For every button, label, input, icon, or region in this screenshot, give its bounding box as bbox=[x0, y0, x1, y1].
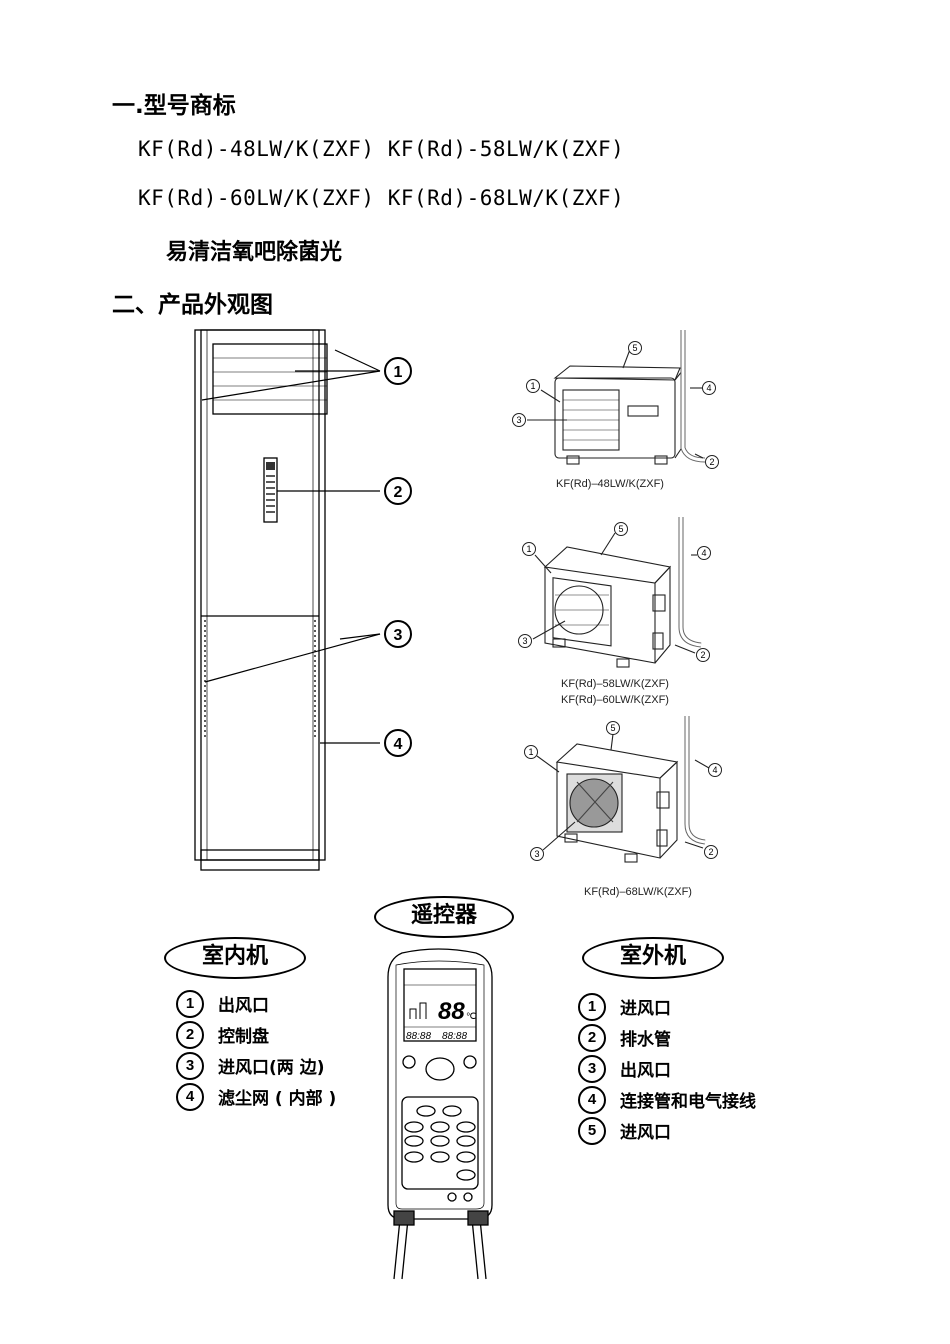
remote-title: 遥控器 bbox=[374, 896, 514, 938]
outdoor58-callout-5: 5 bbox=[618, 524, 623, 534]
model-list-line2: KF(Rd)-60LW/K(ZXF) KF(Rd)-68LW/K(ZXF) bbox=[138, 186, 625, 210]
outdoor58-callout-4: 4 bbox=[701, 548, 706, 558]
remote-lcd bbox=[403, 968, 477, 1042]
remote-lcd-temp: 88 bbox=[438, 998, 465, 1025]
outdoor58-callout-1: 1 bbox=[526, 544, 531, 554]
up-button bbox=[402, 1055, 416, 1069]
indoor-cabinet-outline bbox=[194, 329, 326, 861]
outdoor68-callout-3: 3 bbox=[534, 849, 539, 859]
indoor-legend-title: 室内机 bbox=[164, 937, 306, 979]
remote-control-drawing: 88 ℃ 88:88 88:88 bbox=[387, 948, 493, 1280]
outdoor-unit-68-drawing: 1 2 3 4 5 bbox=[524, 716, 722, 863]
remote-lcd-time-left: 88:88 bbox=[406, 1031, 431, 1042]
outdoor68-callout-4: 4 bbox=[712, 765, 717, 775]
outdoor68-callout-2: 2 bbox=[708, 847, 713, 857]
outdoor68-callout-5: 5 bbox=[610, 723, 615, 733]
outdoor-unit-68-caption: KF(Rd)–68LW/K(ZXF) bbox=[584, 886, 692, 898]
remote-lcd-unit: ℃ bbox=[466, 1011, 476, 1021]
outdoor-unit-48-caption: KF(Rd)–48LW/K(ZXF) bbox=[556, 478, 664, 490]
outdoor-unit-60-caption: KF(Rd)–60LW/K(ZXF) bbox=[561, 694, 669, 706]
outdoor58-callout-3: 3 bbox=[522, 636, 527, 646]
outdoor-unit-48-drawing: 1 2 3 4 5 bbox=[512, 330, 719, 469]
outdoor58-callout-2: 2 bbox=[700, 650, 705, 660]
feature-label: 易清洁氧吧除菌光 bbox=[166, 240, 343, 265]
outdoor48-callout-3: 3 bbox=[516, 415, 521, 425]
outdoor68-callout-1: 1 bbox=[528, 747, 533, 757]
indoor-callout-3: 3 bbox=[394, 627, 403, 644]
outdoor48-callout-2: 2 bbox=[709, 457, 714, 467]
remote-lcd-time-right: 88:88 bbox=[442, 1031, 467, 1042]
air-outlet-louver bbox=[212, 343, 328, 415]
indoor-callout-2: 2 bbox=[394, 484, 403, 501]
section1-heading: 一.型号商标 bbox=[112, 93, 236, 119]
indoor-unit-drawing: 1 2 3 4 bbox=[194, 329, 412, 871]
indoor-callout-4: 4 bbox=[394, 736, 403, 753]
outdoor48-callout-4: 4 bbox=[706, 383, 711, 393]
outdoor48-callout-5: 5 bbox=[632, 343, 637, 353]
outdoor48-callout-1: 1 bbox=[530, 381, 535, 391]
button-panel bbox=[401, 1096, 479, 1190]
down-button bbox=[463, 1055, 477, 1069]
power-mode-button bbox=[425, 1057, 455, 1081]
section2-heading: 二、产品外观图 bbox=[112, 292, 273, 318]
indoor-callout-1: 1 bbox=[394, 364, 403, 381]
model-list-line1: KF(Rd)-48LW/K(ZXF) KF(Rd)-58LW/K(ZXF) bbox=[138, 137, 625, 161]
outdoor-unit-58-caption: KF(Rd)–58LW/K(ZXF) bbox=[561, 678, 669, 690]
outdoor-legend-title: 室外机 bbox=[582, 937, 724, 979]
outdoor-unit-58-60-drawing: 1 2 3 4 5 bbox=[518, 517, 711, 668]
